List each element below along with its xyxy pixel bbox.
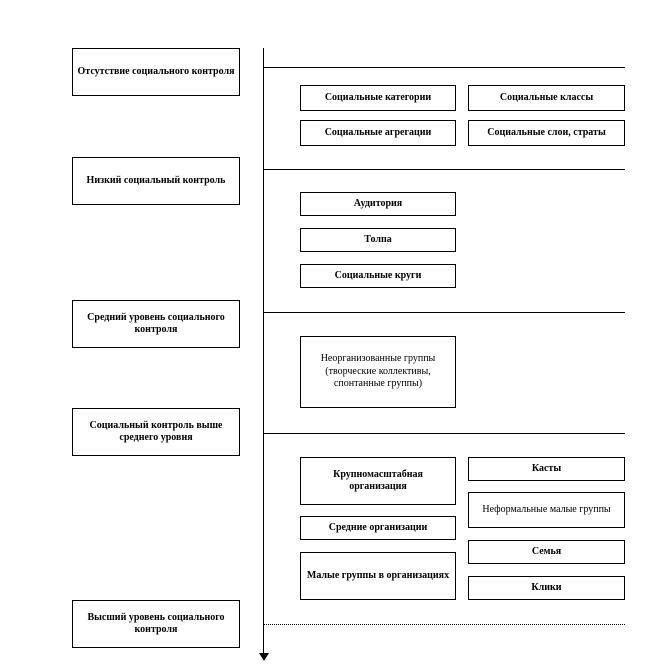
group-large-organization: Крупномасштабная организация [300, 457, 456, 505]
separator-highest [263, 624, 625, 625]
separator-none [263, 67, 625, 68]
group-social-aggregations: Социальные агрегации [300, 120, 456, 146]
group-medium-organizations: Средние организации [300, 516, 456, 540]
group-castes: Касты [468, 457, 625, 481]
group-family: Семья [468, 540, 625, 564]
group-social-strata: Социальные слои, страты [468, 120, 625, 146]
level-medium: Средний уровень социального контроля [72, 300, 240, 348]
group-social-categories: Социальные категории [300, 85, 456, 111]
group-small-groups-in-orgs: Малые группы в организациях [300, 552, 456, 600]
separator-above-medium [263, 433, 625, 434]
group-audience: Аудитория [300, 192, 456, 216]
control-axis [263, 48, 264, 654]
group-social-circles: Социальные круги [300, 264, 456, 288]
level-above-medium: Социальный контроль выше среднего уровня [72, 408, 240, 456]
group-cliques: Клики [468, 576, 625, 600]
level-highest: Высший уровень социального контроля [72, 600, 240, 648]
level-none: Отсутствие социального контроля [72, 48, 240, 96]
level-low: Низкий социальный контроль [72, 157, 240, 205]
axis-arrow-icon [259, 653, 269, 661]
separator-low [263, 169, 625, 170]
group-crowd: Толпа [300, 228, 456, 252]
group-informal-small: Неформальные малые группы [468, 492, 625, 528]
group-social-classes: Социальные классы [468, 85, 625, 111]
group-unorganized: Неорганизованные группы (творческие колл… [300, 336, 456, 408]
separator-medium [263, 312, 625, 313]
